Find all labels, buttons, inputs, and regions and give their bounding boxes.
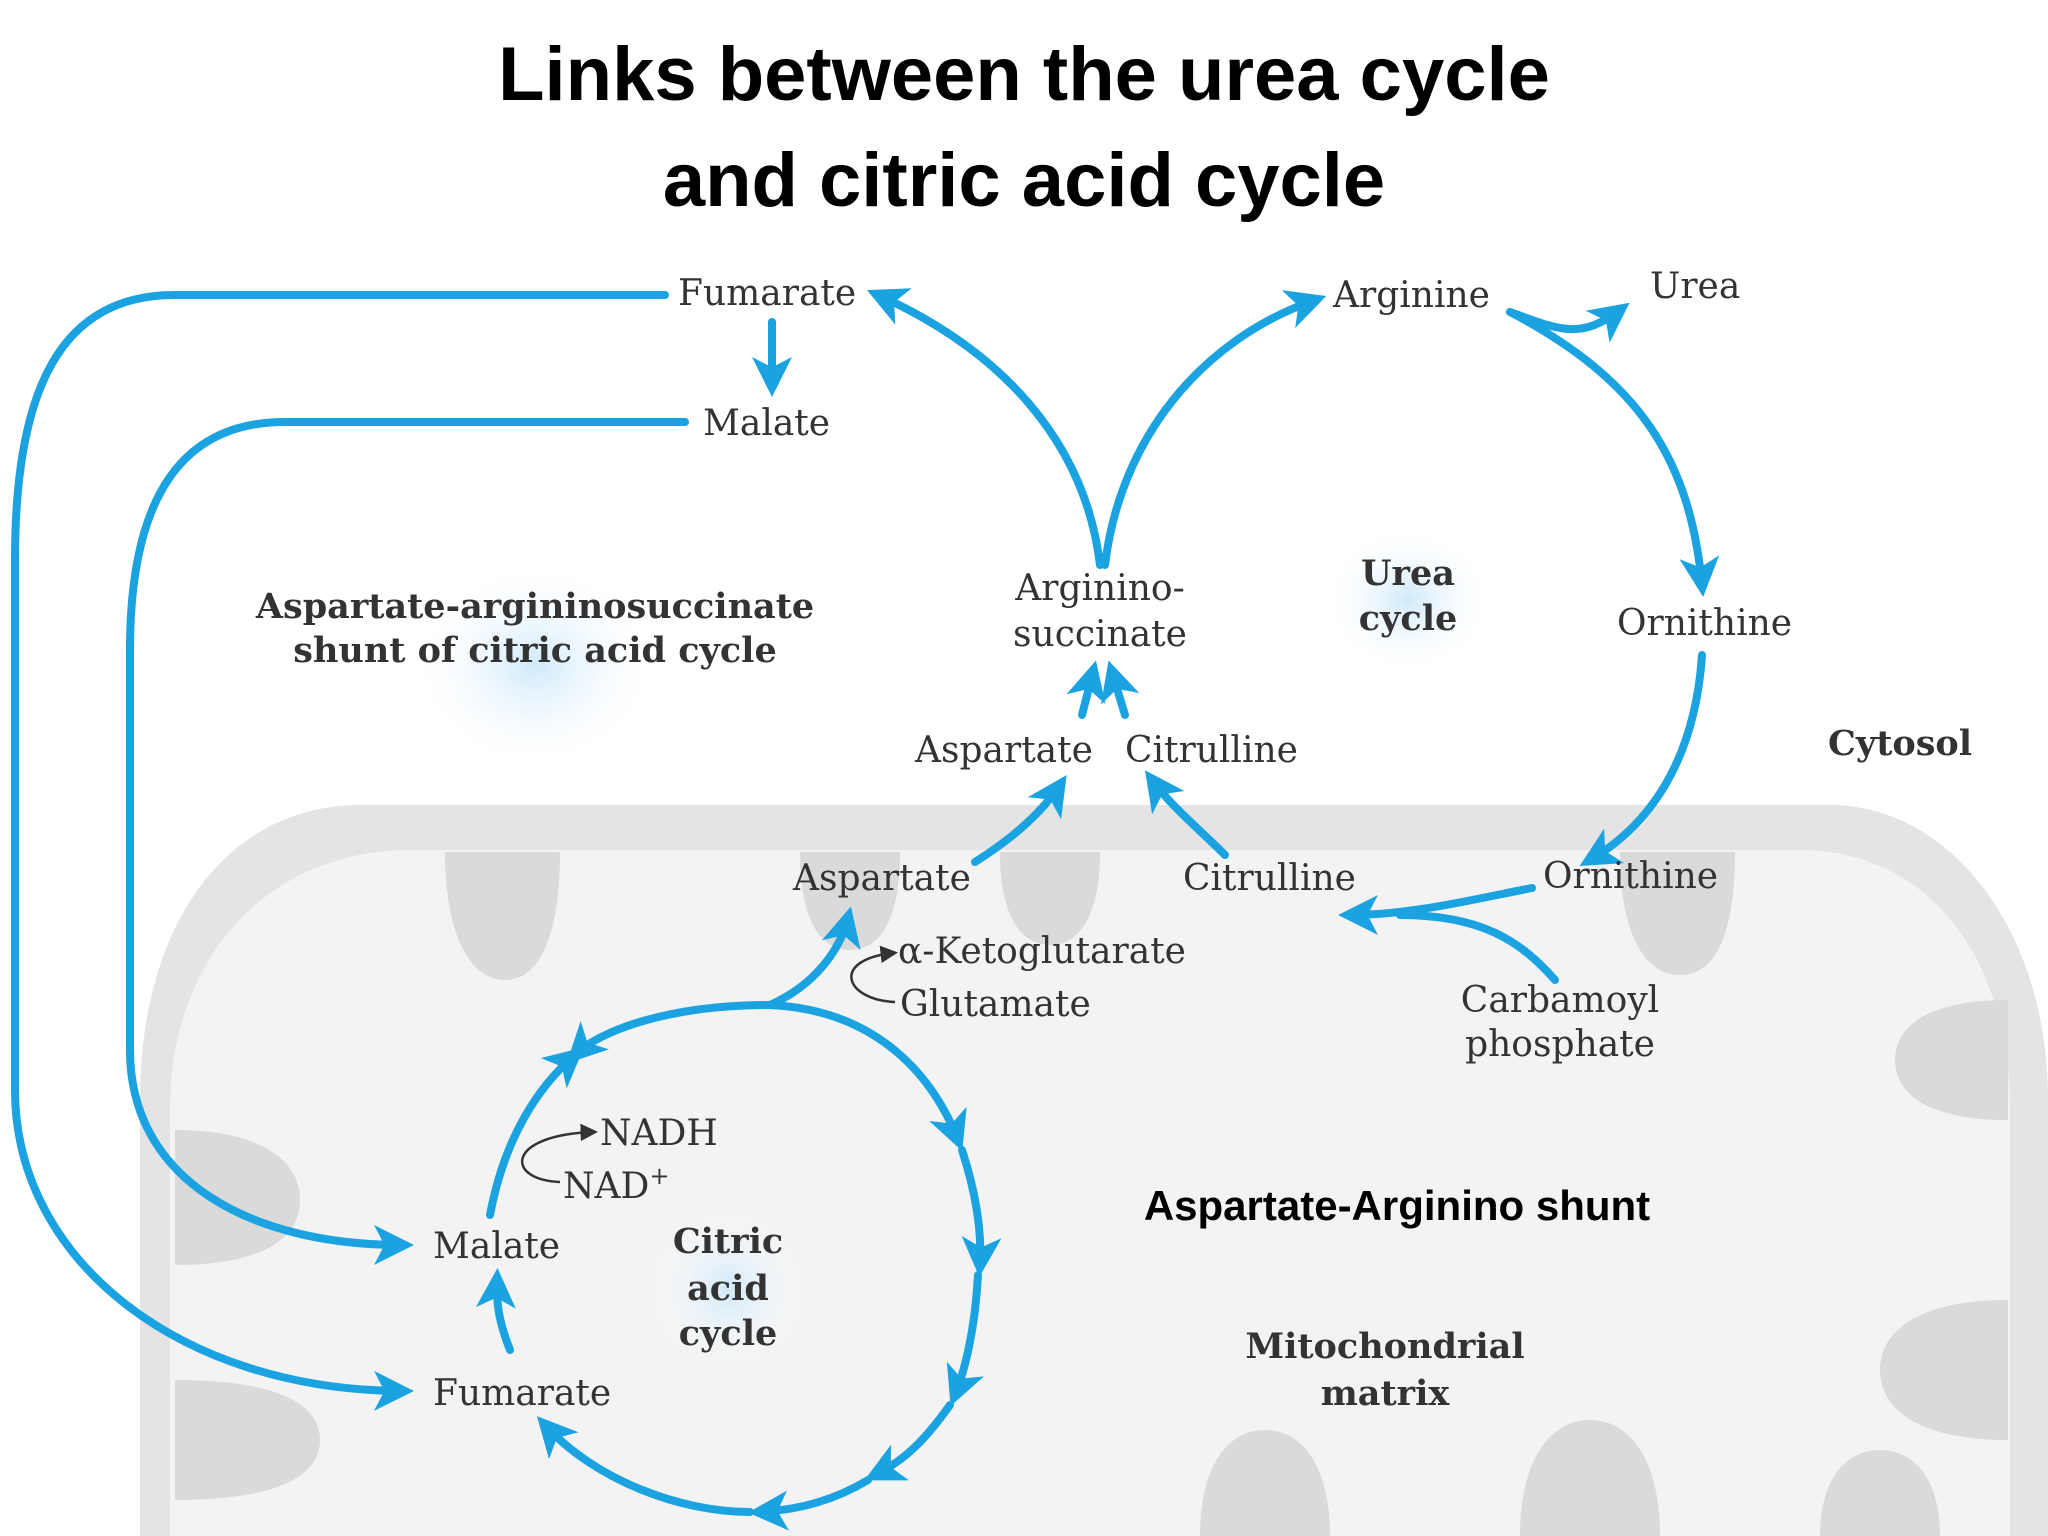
label-nad-text: NAD — [563, 1166, 649, 1207]
label-citric-3: cycle — [679, 1313, 778, 1354]
cristae — [175, 852, 2008, 1536]
label-malate-matrix: Malate — [433, 1226, 560, 1267]
arrow-nad-nadh — [520, 1123, 598, 1184]
citric-cycle-arc-9 — [486, 1047, 585, 1219]
crista — [175, 1130, 300, 1265]
crista — [175, 1380, 320, 1500]
label-nadh: NADH — [600, 1113, 718, 1154]
glow-highlights — [410, 525, 1493, 1370]
arrow-ornithine-to-citrulline — [1338, 884, 1536, 935]
arrow-arginine-to-ornithine — [1506, 308, 1720, 597]
arrow-malate-to-malate-matrix — [126, 418, 689, 1265]
arrow-aspartate-to-argininosuccinate — [1066, 660, 1106, 719]
label-arginine: Arginine — [1332, 275, 1490, 316]
pathway-arrows — [11, 288, 1720, 1531]
label-argininosuccinate-1: Arginino- — [1014, 568, 1185, 609]
slide-title: Links between the urea cycle and citric … — [0, 22, 2048, 234]
label-fumarate-top: Fumarate — [678, 273, 856, 314]
label-citric-1: Citric — [673, 1221, 783, 1262]
label-carbamoyl-2: phosphate — [1465, 1024, 1655, 1065]
crista — [1880, 1300, 2008, 1440]
arrow-citric-cycle-to-aspartate — [766, 906, 861, 1009]
label-shunt-2: shunt of citric acid cycle — [293, 630, 776, 671]
citric-cycle-arc-5 — [864, 1401, 954, 1481]
label-aspartate-cytosol: Aspartate — [914, 730, 1093, 771]
arrow-argininosuccinate-to-fumarate — [867, 288, 1104, 569]
arrow-fumarate-to-fumarate-matrix — [11, 291, 669, 1411]
label-carbamoyl-1: Carbamoyl — [1461, 980, 1659, 1021]
label-aspartate-matrix: Aspartate — [792, 858, 971, 899]
label-nad-sup: + — [649, 1162, 669, 1190]
label-urea: Urea — [1650, 266, 1740, 307]
glow-shunt — [410, 560, 660, 770]
glow-urea-cycle — [1323, 525, 1493, 675]
label-citric-2: acid — [687, 1268, 769, 1309]
glow-citric-cycle — [648, 1210, 808, 1370]
label-glutamate: Glutamate — [900, 984, 1091, 1025]
citric-cycle-arc-6 — [748, 1476, 872, 1531]
citric-cycle-arc-8 — [475, 1268, 516, 1354]
arrow-argininosuccinate-to-arginine — [1101, 290, 1327, 569]
crista — [1620, 852, 1735, 975]
label-fumarate-matrix: Fumarate — [433, 1373, 611, 1414]
crista — [445, 852, 560, 980]
crista — [1895, 1000, 2008, 1120]
mitochondrion — [140, 805, 2048, 1536]
arrow-aspartate-matrix-to-cytosol — [971, 775, 1067, 866]
arrow-carbamoyl-to-citrulline — [1396, 911, 1559, 984]
label-urea-cycle-2: cycle — [1359, 598, 1458, 639]
label-ketoglutarate: α-Ketoglutarate — [898, 931, 1186, 972]
citric-cycle-arc-7 — [536, 1416, 754, 1516]
citric-cycle-arc-4 — [946, 1271, 984, 1407]
label-matrix-2: matrix — [1321, 1373, 1451, 1414]
cofactor-arrows — [520, 945, 898, 1184]
label-shunt-caption: Aspartate-Arginino shunt — [1144, 1182, 1650, 1229]
label-citrulline-matrix: Citrulline — [1183, 858, 1356, 899]
label-shunt-1: Aspartate-argininosuccinate — [255, 586, 814, 627]
citric-cycle-arc-2 — [766, 1001, 967, 1152]
label-nad: NAD+ — [563, 1162, 669, 1207]
label-cytosol: Cytosol — [1828, 723, 1972, 764]
title-line-2: and citric acid cycle — [662, 138, 1386, 223]
citric-cycle-arc-3 — [958, 1146, 1002, 1277]
arrow-glutamate-ketoglutarate — [850, 945, 898, 1004]
citric-cycle-arc-1 — [566, 1001, 774, 1064]
arrow-citrulline-matrix-to-cytosol — [1144, 770, 1229, 859]
crista — [1200, 1430, 1330, 1536]
crista — [1820, 1450, 1940, 1536]
title-line-1: Links between the urea cycle — [498, 32, 1550, 117]
arrow-citrulline-to-argininosuccinate — [1100, 660, 1140, 719]
label-urea-cycle-1: Urea — [1361, 553, 1455, 594]
label-ornithine-cytosol: Ornithine — [1617, 603, 1792, 644]
label-ornithine-matrix: Ornithine — [1543, 856, 1718, 897]
label-matrix-1: Mitochondrial — [1245, 1326, 1524, 1367]
crista — [1520, 1420, 1660, 1536]
labels: Fumarate Malate Arginine Urea Arginino- … — [255, 266, 1972, 1414]
crista — [1000, 852, 1100, 945]
arrow-ornithine-to-ornithine-matrix — [1579, 651, 1706, 867]
label-citrulline-cytosol: Citrulline — [1125, 730, 1298, 771]
label-argininosuccinate-2: succinate — [1013, 614, 1187, 655]
label-malate-top: Malate — [703, 403, 830, 444]
